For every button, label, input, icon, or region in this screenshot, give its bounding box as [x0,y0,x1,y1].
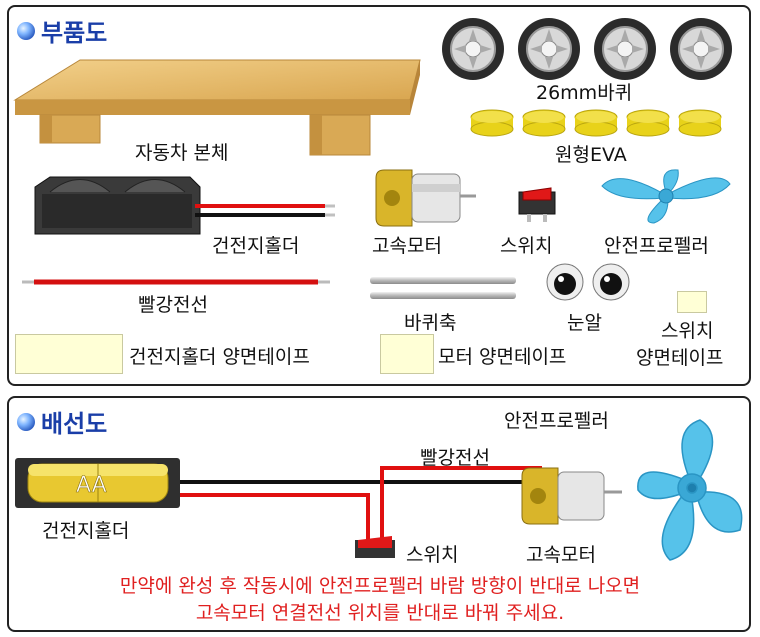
wiring-battery-holder-label: 건전지홀더 [42,520,130,542]
car-body-label: 자동차 본체 [135,142,229,164]
propeller-small-image [601,169,731,224]
warning-line-2: 고속모터 연결전선 위치를 반대로 바꿔 주세요. [195,602,565,624]
wiring-propeller-label: 안전프로펠러 [504,410,609,432]
battery-holder-label: 건전지홀더 [212,235,300,257]
battery-holder-diagram [15,458,180,508]
holder-tape-swatch [15,334,123,374]
wiring-panel: 배선도 [7,396,751,632]
battery-holder-image [34,176,335,235]
red-wire-label: 빨강전선 [138,294,208,316]
wiring-red-wire-label: 빨강전선 [420,447,490,469]
motor-tape-swatch [380,334,434,374]
switch-diagram [355,536,395,558]
car-body-image [13,59,421,156]
wheel-icon [442,18,504,80]
wiring-diagram: AA [15,419,743,561]
red-wire-to-switch [175,493,370,548]
propeller-label: 안전프로펠러 [604,235,709,257]
switch-image [518,187,556,222]
eyes-label: 눈알 [567,312,602,334]
wiring-motor-label: 고속모터 [526,544,596,566]
red-wire-image [22,279,330,285]
axle-label: 바퀴축 [404,312,457,334]
axle-image [370,277,516,299]
battery-aa-text: AA [76,473,107,498]
switch-tape-swatch [677,291,707,313]
propeller-large-diagram [637,419,743,561]
motor-diagram [521,467,622,525]
eyes-image [546,263,630,301]
switch-tape-label-line2: 양면테이프 [636,347,724,369]
motor-image [375,169,476,227]
holder-tape-label: 건전지홀더 양면테이프 [129,346,310,368]
parts-title: 부품도 [41,19,108,47]
motor-tape-label: 모터 양면테이프 [438,346,567,368]
warning-line-1: 만약에 완성 후 작동시에 안전프로펠러 바람 방향이 반대로 나오면 [119,575,641,597]
switch-label: 스위치 [500,235,553,257]
wheels-image [442,17,733,81]
wheels-label: 26mm바퀴 [536,82,633,104]
bullet-icon [17,21,35,40]
motor-label: 고속모터 [372,235,442,257]
eva-label: 원형EVA [555,144,627,166]
bullet-icon [17,412,35,431]
switch-tape-label-line1: 스위치 [661,320,714,342]
wiring-switch-label: 스위치 [406,544,459,566]
wiring-section-title: 배선도 [17,404,107,439]
parts-section-title: 부품도 [17,13,107,48]
wiring-title: 배선도 [41,410,108,438]
eva-discs-image [470,109,722,137]
